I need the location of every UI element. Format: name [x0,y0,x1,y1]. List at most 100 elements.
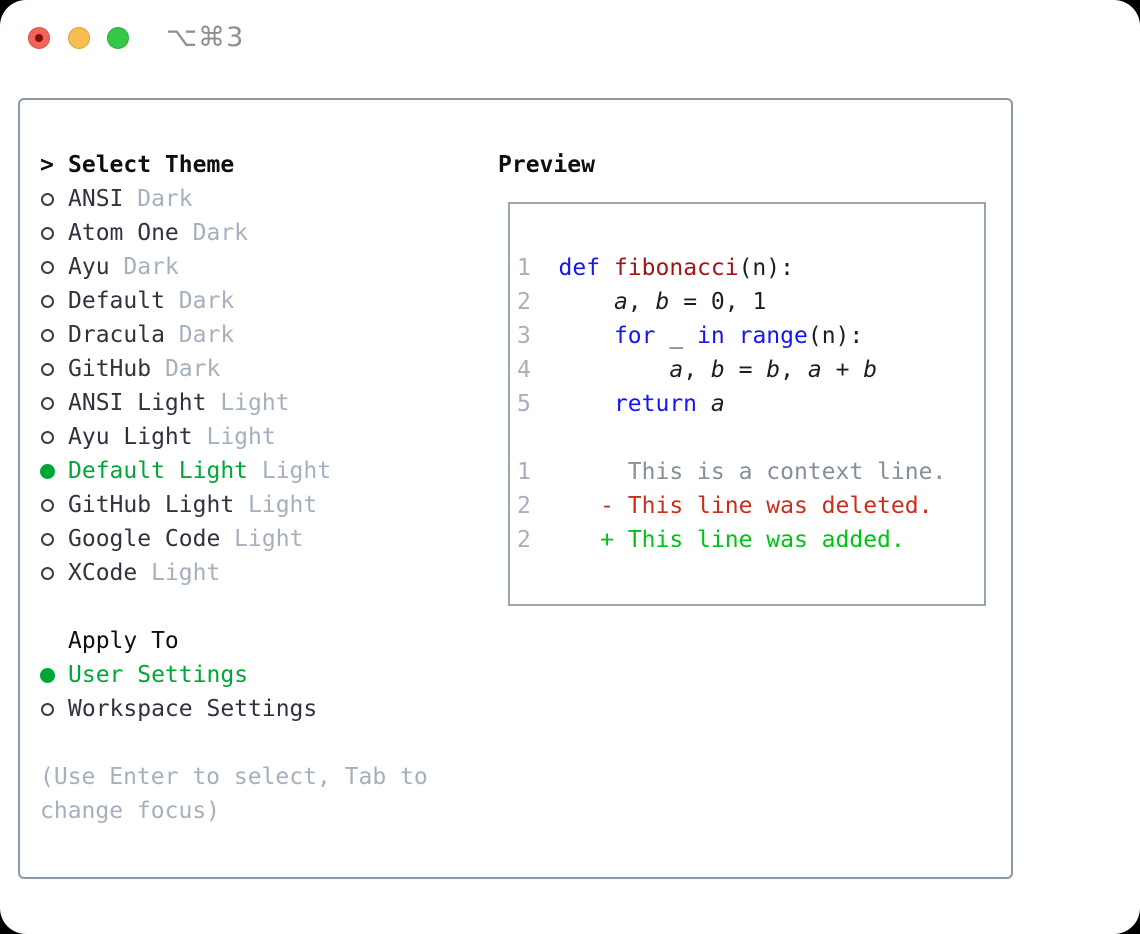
code-token-var: a [710,391,725,417]
theme-option-ayu-light[interactable]: Ayu Light Light [40,420,480,454]
radio-unselected-icon [41,328,54,342]
radio-selected-icon [40,463,55,479]
code-token-plain: (n): [807,323,864,349]
apply-option-label: Workspace Settings [68,696,318,722]
code-token-var: b [655,289,670,315]
theme-option-label: Ayu [68,254,110,280]
code-token-plain: (n): [738,255,794,281]
theme-option-label: GitHub [68,356,152,382]
theme-option-label: Ayu Light [68,424,193,450]
preview-title: Preview [498,152,595,178]
line-number: 1 [517,255,559,281]
code-token-plain [600,255,614,281]
code-token-kw: range [738,323,808,349]
code-token-plain [559,323,614,349]
code-token-plain [697,391,711,417]
apply-option-user-settings[interactable]: User Settings [40,658,480,692]
code-token-plain: = 0, 1 [669,289,767,315]
theme-variant-label: Dark [123,186,193,212]
theme-variant-label: Dark [164,288,235,314]
code-line: 2 a, b = 0, 1 [517,285,984,319]
code-token-var: b [710,357,725,383]
diff-line-context: 1 This is a context line. [517,455,984,489]
window-zoom-button[interactable] [107,27,129,49]
window-minimize-button[interactable] [68,27,90,49]
apply-option-workspace-settings[interactable]: Workspace Settings [40,692,480,726]
theme-option-ansi-light[interactable]: ANSI Light Light [40,386,480,420]
diff-block: 1 This is a context line.2 - This line w… [517,455,984,557]
theme-option-label: Default [68,288,165,314]
theme-option-dracula[interactable]: Dracula Dark [40,318,480,352]
code-token-plain: , [780,357,808,383]
theme-variant-label: Light [220,526,304,552]
theme-option-label: Default Light [68,458,249,484]
theme-option-atom-one[interactable]: Atom One Dark [40,216,480,250]
theme-variant-label: Light [192,424,276,450]
code-token-plain [559,391,614,417]
theme-option-default[interactable]: Default Dark [40,284,480,318]
theme-variant-label: Dark [151,356,221,382]
radio-unselected-icon [41,566,54,580]
close-button-dot-icon [35,34,43,42]
theme-option-ansi[interactable]: ANSI Dark [40,182,480,216]
theme-variant-label: Light [137,560,221,586]
line-number: 3 [517,323,559,349]
theme-option-label: ANSI [68,186,124,212]
spacer [40,590,480,624]
code-token-plain [725,323,739,349]
code-token-fn: fibonacci [613,255,739,281]
theme-option-github-light[interactable]: GitHub Light Light [40,488,480,522]
line-number: 4 [517,357,559,383]
window-close-button[interactable] [28,27,50,49]
code-line: 3 for _ in range(n): [517,319,984,353]
apply-option-label: User Settings [68,662,249,688]
radio-unselected-icon [41,498,54,512]
code-line: 5 return a [517,387,984,421]
code-token-var: a [807,357,822,383]
theme-option-github[interactable]: GitHub Dark [40,352,480,386]
diff-text: This line was deleted. [627,493,933,519]
code-token-plain: = [724,357,767,383]
apply-to-title: Apply To [68,628,179,654]
code-line: 4 a, b = b, a + b [517,353,984,387]
theme-panel-title: Select Theme [68,152,235,178]
code-token-plain [559,289,614,315]
titlebar: ⌥⌘3 [0,0,1140,98]
code-token-var: b [863,357,878,383]
diff-text: This is a context line. [627,459,947,485]
line-number: 1 [517,459,531,485]
radio-unselected-icon [41,362,54,376]
theme-option-xcode[interactable]: XCode Light [40,556,480,590]
theme-option-label: Google Code [68,526,221,552]
code-token-kw: def [558,255,601,281]
code-line: 1 def fibonacci(n): [517,251,984,285]
theme-option-default-light[interactable]: Default Light Light [40,454,480,488]
apply-to-header: Apply To [40,624,480,658]
radio-unselected-icon [41,294,54,308]
line-number: 2 [517,289,559,315]
code-token-var: a [613,289,628,315]
code-token-plain: , [683,357,711,383]
radio-unselected-icon [41,532,54,546]
theme-variant-label: Dark [178,220,249,246]
radio-unselected-icon [41,430,54,444]
theme-option-ayu[interactable]: Ayu Dark [40,250,480,284]
code-token-plain: + [821,357,864,383]
keyboard-hint: (Use Enter to select, Tab to change focu… [40,764,428,824]
theme-variant-label: Light [248,458,332,484]
radio-unselected-icon [41,260,54,274]
code-token-plain: , [627,289,656,315]
diff-line-deleted: 2 - This line was deleted. [517,489,984,523]
theme-option-label: ANSI Light [68,390,207,416]
code-token-kw: for [613,323,656,349]
theme-variant-label: Light [234,492,318,518]
spacer [517,421,984,455]
code-token-plain: _ [655,323,698,349]
code-token-kw: return [613,391,698,417]
theme-variant-label: Dark [164,322,235,348]
theme-option-google-code[interactable]: Google Code Light [40,522,480,556]
